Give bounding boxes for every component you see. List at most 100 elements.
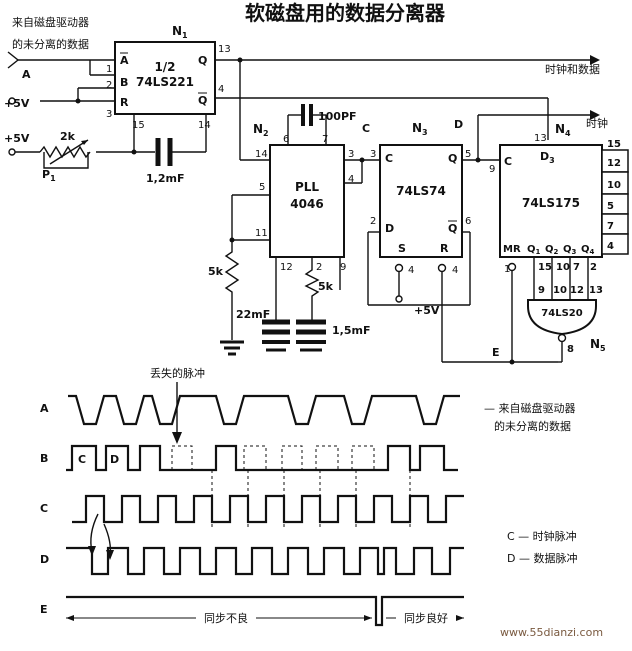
n4-pin-q4: Q4 [581,244,595,256]
n3-p4a: 4 [408,265,414,276]
n4-label: 74LS175 [522,196,580,210]
n4-p9-in: 9 [489,164,495,175]
wave-b [66,444,458,472]
row-b-label: B [40,452,48,465]
node-e-label: E [492,346,500,359]
supply-3-label: +5V [414,304,440,317]
n4-p7: 7 [573,262,580,273]
n4-r12: 12 [607,158,621,169]
n3-pin-r: R [440,242,449,255]
n4-p2: 2 [590,262,597,273]
n2-p5: 5 [259,182,265,193]
n2-p9: 9 [340,262,346,273]
e-good-label: 同步良好 [404,611,448,625]
n1-p4: 4 [218,84,224,95]
n3-pin-q: Q [448,152,457,165]
a-desc-line1: — 来自磁盘驱动器 [484,401,576,415]
a-desc-line2: 的未分离的数据 [494,419,571,433]
n4-pin-c: C [504,155,512,168]
n4-p10: 10 [556,262,570,273]
n5-name: N5 [590,337,606,353]
n3-p2: 2 [370,216,376,227]
n1-pin-r: R [120,96,129,109]
n3-p6: 6 [465,216,471,227]
supply-wire-1: +5V [4,87,115,110]
n3-name: N3 [412,121,428,137]
n4-pin-mr: MR [503,244,521,255]
n3-label: 74LS74 [396,184,446,198]
n5-p8: 8 [567,344,574,355]
cap-2-label: 100PF [318,110,357,123]
row-a-label: A [40,402,49,415]
n1-p1: 1 [106,64,112,75]
cap-1-label: 1,2mF [146,172,184,185]
supply-2-label: +5V [4,132,30,145]
n2-p14: 14 [255,149,268,160]
n1-line1: 1/2 [154,60,175,74]
n2-p7: 7 [322,134,328,145]
n4-p13-top: 13 [534,133,547,144]
n1-p14: 14 [198,120,211,131]
n5-p9: 9 [538,285,545,296]
n2-p2: 2 [316,262,322,273]
n1-line2: 74LS221 [136,75,194,89]
n4-d3: D3 [540,150,555,165]
input-a-label: A [22,68,31,81]
n4-74ls175: N4 D3 74LS175 C MR Q1 Q2 Q3 Q4 9 13 1 [489,122,603,365]
n1-p2: 2 [106,80,112,91]
n5-p13: 13 [589,285,603,296]
n2-bottom-network: 5k 22mF 1,5mF [236,257,370,352]
missing-pulse-label: 丢失的脉冲 [150,366,205,380]
pot-value: 2k [60,130,76,143]
n4-right-pins: 15 12 10 5 7 4 [601,139,629,255]
n1-name: N1 [172,24,188,40]
b-c-label: C [78,453,86,466]
n2-p12: 12 [280,262,293,273]
n3-pin-c: C [385,152,393,165]
n2-feedback-wires [344,157,380,184]
legend-c: C — 时钟脉冲 [507,529,577,543]
timing-rc: +5V 2k P1 1,2mF [4,114,207,185]
timing-labels: A B C D E [40,402,49,616]
n4-r5: 5 [607,201,614,212]
n4-r7: 7 [607,221,614,232]
n1-pin-q-bar: Q [198,94,207,107]
n5-74ls20: 15 10 7 2 9 10 12 13 74LS20 8 N5 [527,257,606,363]
n4-pin-q2: Q2 [545,244,559,256]
res-2-label: 5k [318,280,334,293]
n4-p1: 1 [504,264,510,275]
n3-p5: 5 [465,149,471,160]
n4-r10: 10 [607,180,621,191]
n1-p15: 15 [132,120,145,131]
out-clock: 时钟 [586,116,608,130]
n2-line1: PLL [295,180,319,194]
n2-left-network: 5k [208,194,270,356]
n1-pin-q: Q [198,54,207,67]
n3-wiring [367,110,600,363]
res-1-label: 5k [208,265,224,278]
n2-p6: 6 [283,134,289,145]
n1-p3: 3 [106,109,112,120]
n1-output-wires [215,55,600,161]
b-d-label: D [110,453,119,466]
n2-p11: 11 [255,228,268,239]
legend-d: D — 数据脉冲 [507,551,577,565]
n2-line2: 4046 [290,197,323,211]
pot-name: P1 [42,168,56,183]
input-wire [7,51,115,76]
row-e-label: E [40,603,48,616]
e-bad-label: 同步不良 [204,611,248,625]
page-title: 软磁盘用的数据分离器 [245,1,446,25]
n2-name: N2 [253,122,269,138]
n4-r4: 4 [607,241,614,252]
row-d-label: D [40,553,49,566]
n3-p3: 3 [370,149,376,160]
n1-74ls221: N1 1/2 74LS221 A B R Q Q 1 2 3 13 4 15 1… [106,24,231,131]
n3-pin-q-bar: Q [448,222,457,235]
node-d-label: D [454,118,463,131]
n5-p10: 10 [553,285,567,296]
wave-a [68,394,460,426]
cap-4-label: 1,5mF [332,324,370,337]
